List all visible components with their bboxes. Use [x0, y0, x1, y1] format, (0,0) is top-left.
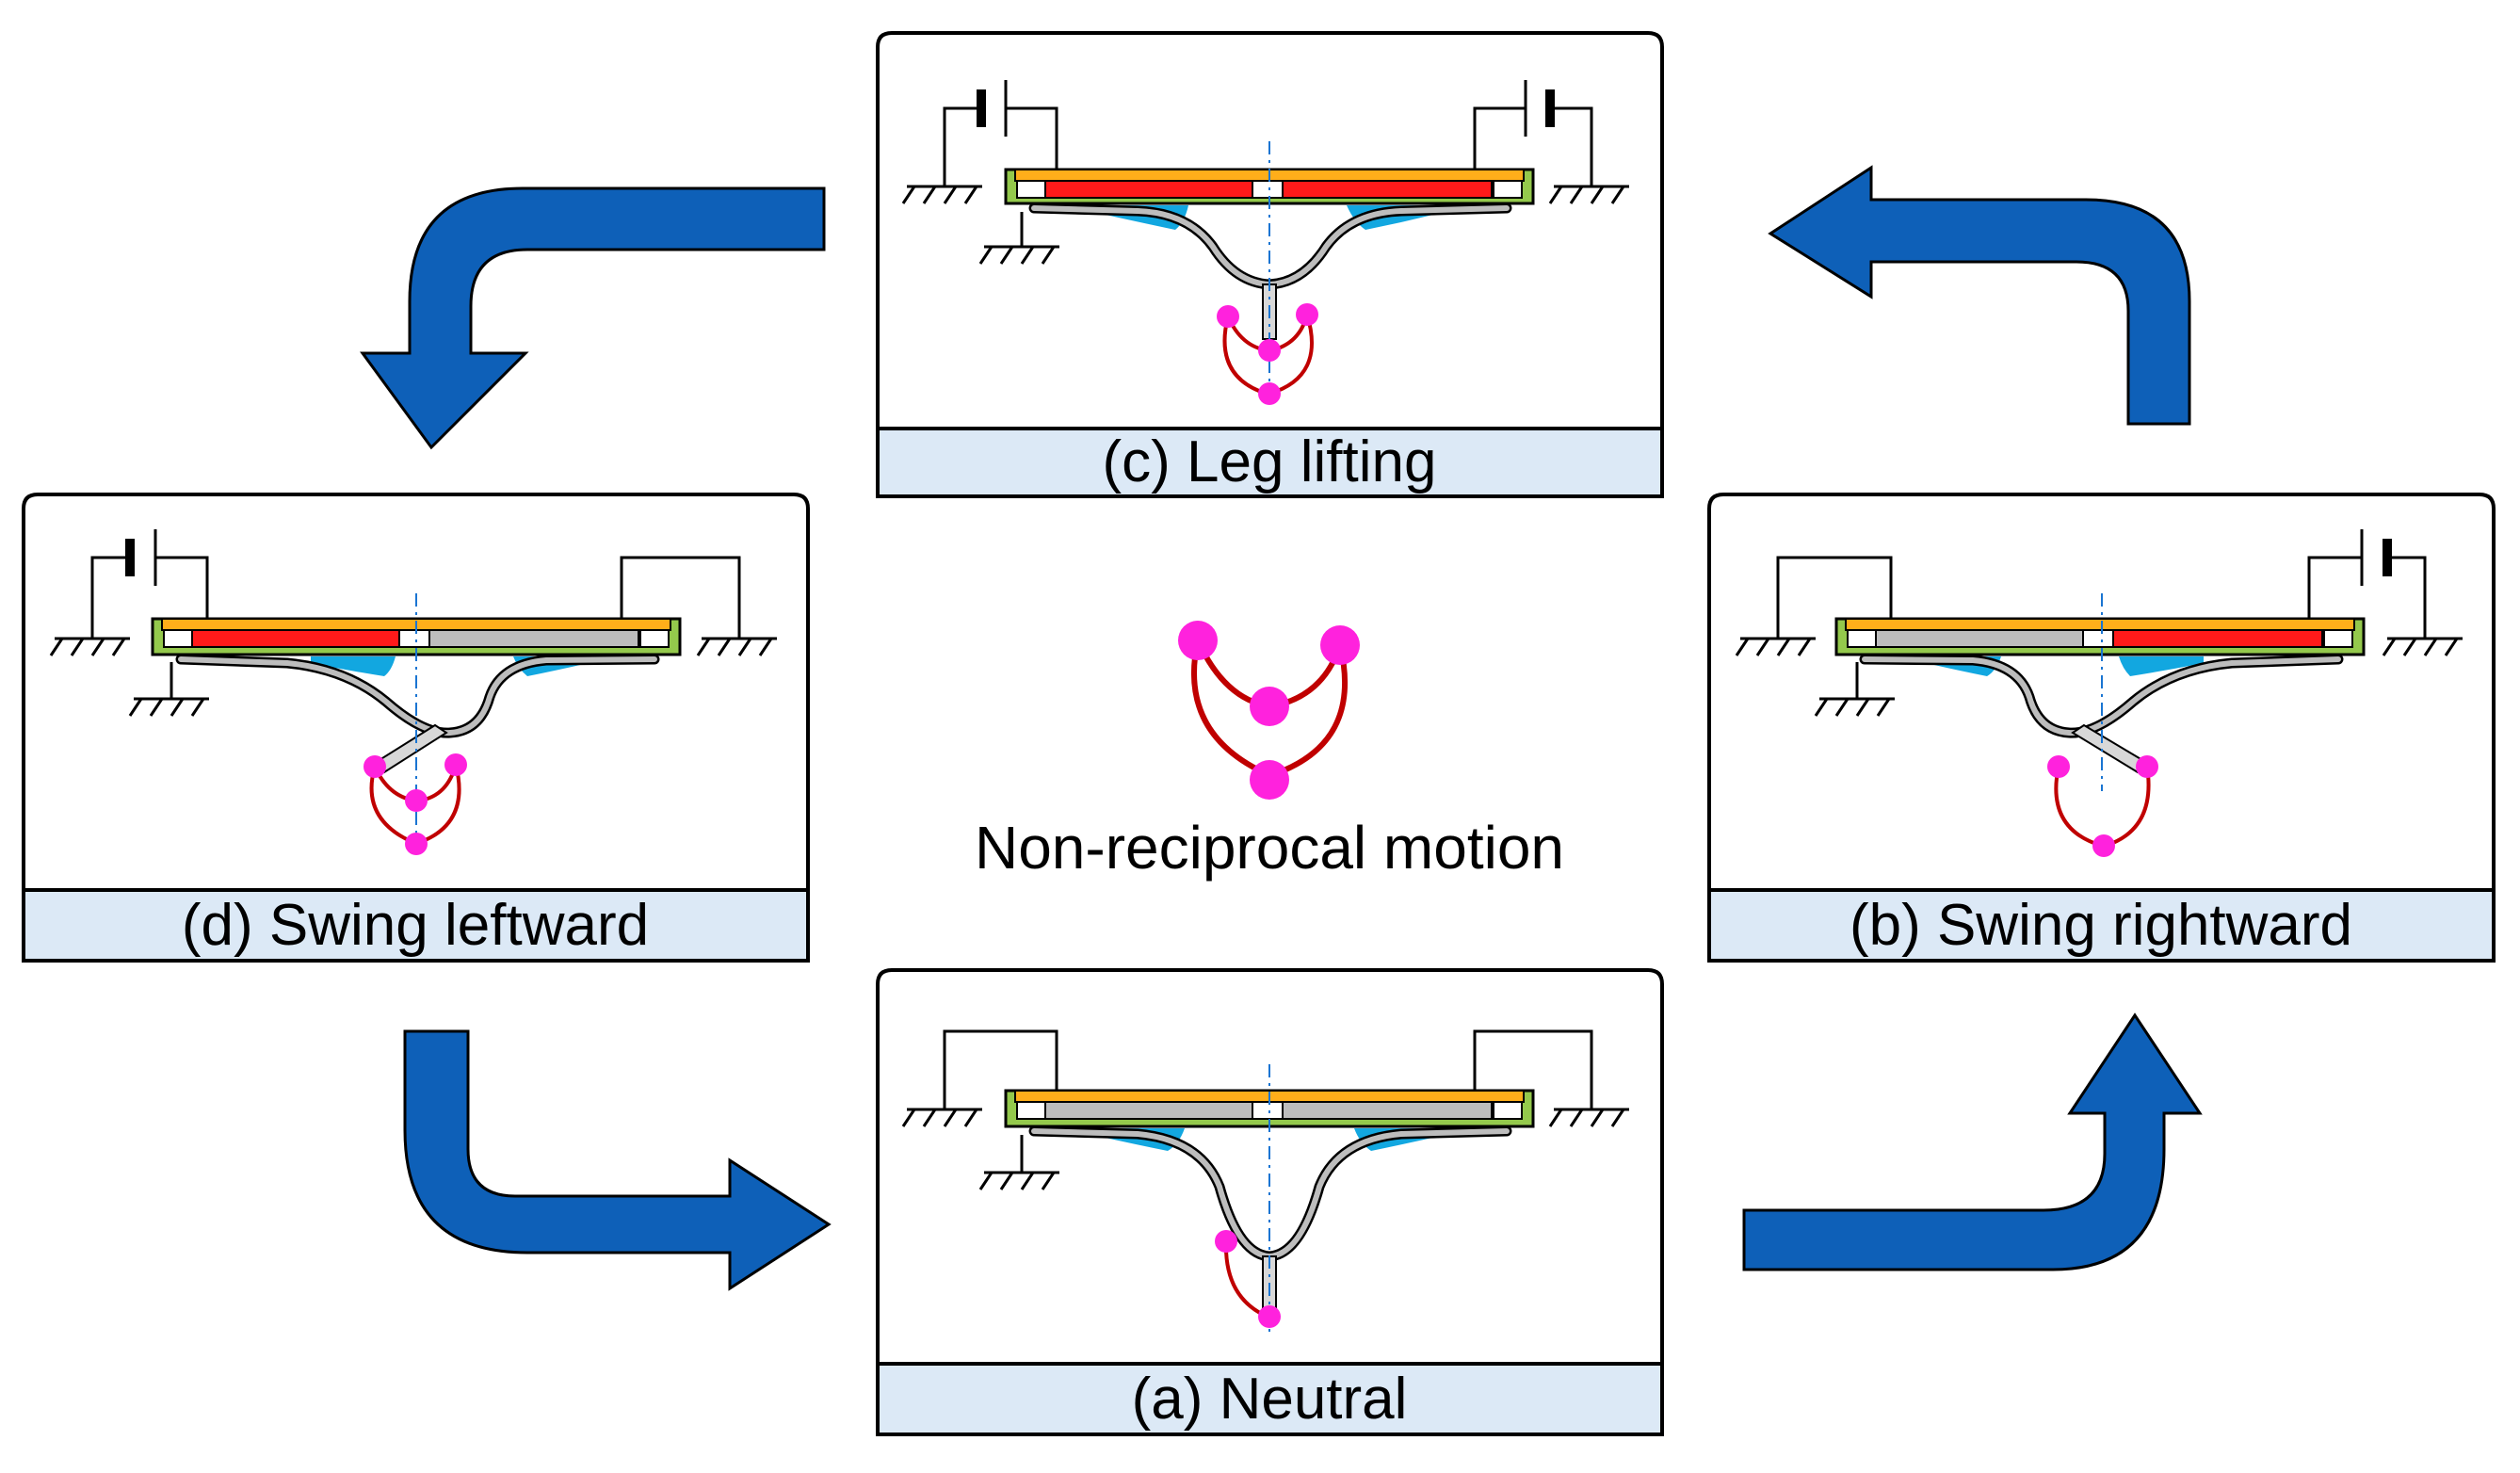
- arrow-c-to-d: [360, 186, 826, 450]
- panel-caption: (c) Leg lifting: [1103, 429, 1437, 494]
- electrode-left: [191, 629, 400, 648]
- joint-bottom: [1250, 760, 1289, 800]
- electrode-right: [1282, 180, 1493, 199]
- electrode-left: [1875, 629, 2084, 648]
- joint-middle: [1250, 687, 1289, 726]
- center-non-reciprocal-motion: Non-reciprocal motion: [975, 621, 1564, 882]
- panel-caption: (d) Swing leftward: [182, 893, 649, 958]
- caption-bar: [876, 1362, 1664, 1436]
- joint-right: [1320, 625, 1360, 665]
- caption-bar: [1707, 888, 2496, 963]
- arrow-b-to-c: [1768, 165, 2191, 426]
- panel-b-swing-rightward: (b) Swing rightward: [1707, 493, 2496, 963]
- arrow-d-to-a: [403, 1029, 832, 1291]
- panel-a-neutral: (a) Neutral: [876, 968, 1664, 1436]
- panel-c-leg-lifting: (c) Leg lifting: [876, 31, 1664, 498]
- center-caption: Non-reciprocal motion: [975, 814, 1564, 882]
- arrow-a-to-b: [1742, 1012, 2203, 1271]
- joint-left: [1178, 621, 1218, 660]
- electrode-right: [428, 629, 639, 648]
- electrode-right: [1282, 1101, 1493, 1120]
- panel-caption: (a) Neutral: [1132, 1367, 1408, 1432]
- electrode-right: [2112, 629, 2323, 648]
- electrode-left: [1044, 1101, 1253, 1120]
- panel-caption: (b) Swing rightward: [1850, 893, 2352, 958]
- panel-d-swing-leftward: (d) Swing leftward: [22, 493, 810, 963]
- caption-bar: [22, 888, 810, 963]
- electrode-left: [1044, 180, 1253, 199]
- caption-bar: [876, 427, 1664, 498]
